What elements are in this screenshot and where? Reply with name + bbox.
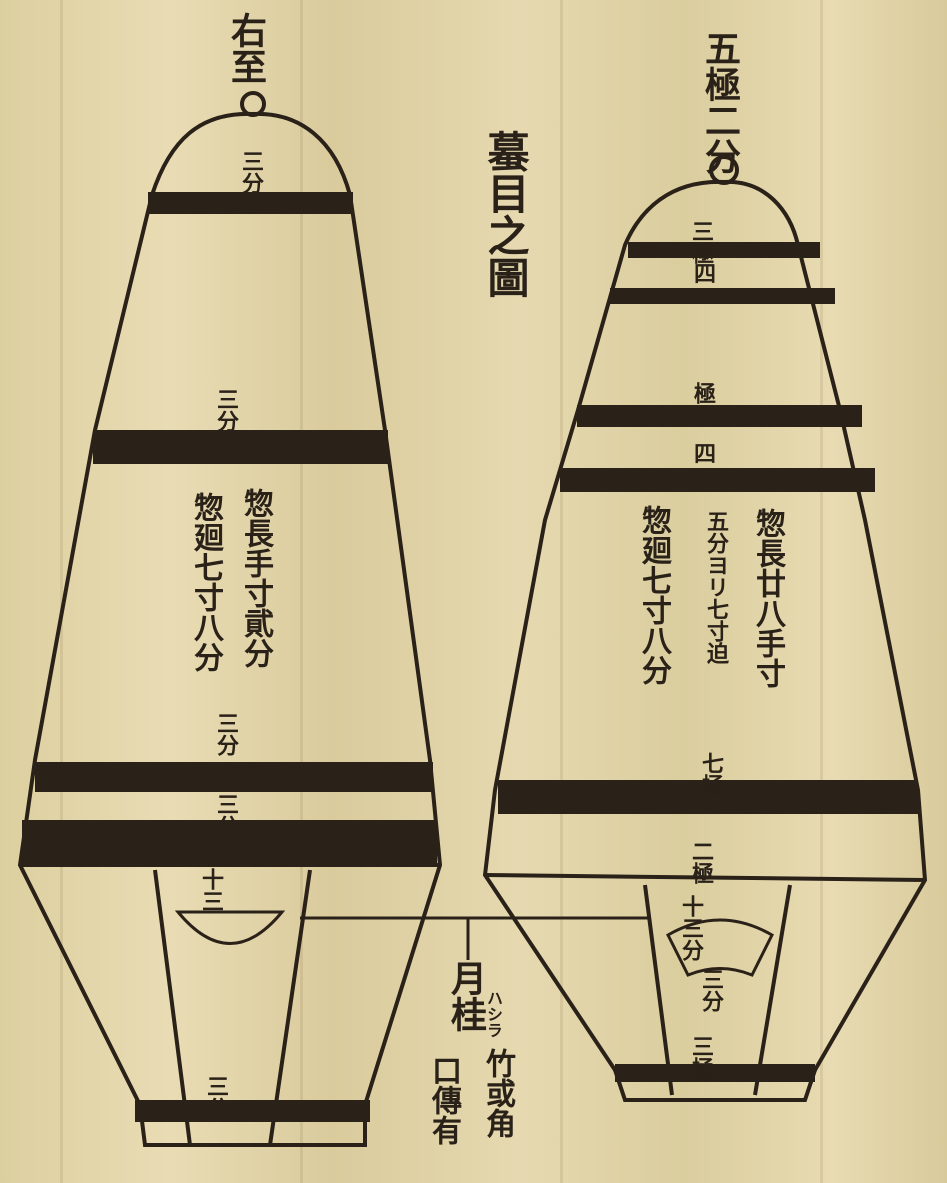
right-opening-mark <box>666 918 774 977</box>
left-top-label: 右至 <box>225 12 267 84</box>
right-band-1 <box>628 242 820 258</box>
left-band-5 <box>135 1100 370 1122</box>
left-band-1 <box>148 192 353 214</box>
left-band-4 <box>22 820 437 865</box>
right-opening <box>643 884 792 1096</box>
left-outline <box>17 111 443 1107</box>
left-whistle-arrowhead <box>17 91 443 1147</box>
left-band-label: 三分 <box>203 1075 229 1119</box>
left-top-ring <box>240 91 266 117</box>
right-band-label: 四 <box>690 442 716 464</box>
right-bands <box>498 242 918 1082</box>
right-band-label: 三分 <box>698 968 724 1012</box>
bottom-note-line: 竹或角 <box>480 1048 515 1138</box>
right-band-label: 極 <box>690 382 716 404</box>
right-bottom-block <box>613 1069 817 1102</box>
right-dimension-circumference: 惣廻七寸八分 <box>636 505 671 685</box>
left-band-label: 三分 <box>238 150 264 194</box>
right-band-label: 七極 <box>698 752 724 796</box>
left-band-label: 三分 <box>213 388 239 432</box>
left-band-2 <box>93 430 388 464</box>
left-bands <box>22 192 437 1122</box>
left-band-label: 十三 <box>198 868 224 912</box>
left-opening <box>153 869 312 1146</box>
bottom-note-ruby: ハシラ <box>484 990 503 1038</box>
right-band-2 <box>610 288 835 304</box>
right-band-6 <box>615 1064 815 1082</box>
right-band-3 <box>577 405 862 427</box>
left-opening-mark <box>174 910 286 945</box>
left-dimension-circumference: 惣廻七寸八分 <box>188 492 223 672</box>
right-band-label: 二極 <box>688 840 714 884</box>
left-band-label: 三分 <box>213 712 239 756</box>
right-dimension-length: 惣長廿八手寸 <box>750 508 785 688</box>
right-dimension-range: 五分ヨリ七寸迫 <box>703 510 729 664</box>
right-band-label: 三極 <box>688 1035 714 1079</box>
diagram-title: 蟇目之圖 <box>481 130 530 298</box>
left-bottom-block <box>138 1104 367 1147</box>
center-connector <box>300 916 650 960</box>
left-band-label: 三分 <box>213 793 239 837</box>
right-band-4 <box>560 468 875 492</box>
right-band-label: 四 <box>690 262 716 284</box>
right-band-label: 十三分 <box>678 895 704 961</box>
right-top-label: 五極二分 <box>699 30 741 174</box>
left-dimension-length: 惣長手寸貮分 <box>238 488 273 668</box>
left-band-3 <box>35 762 433 792</box>
bottom-note-line: 口傳有 <box>426 1055 461 1145</box>
right-base-line <box>484 873 926 882</box>
bottom-note-main: 月桂 <box>445 960 487 1032</box>
right-band-5 <box>498 780 918 814</box>
right-band-label: 三極 <box>688 220 714 264</box>
